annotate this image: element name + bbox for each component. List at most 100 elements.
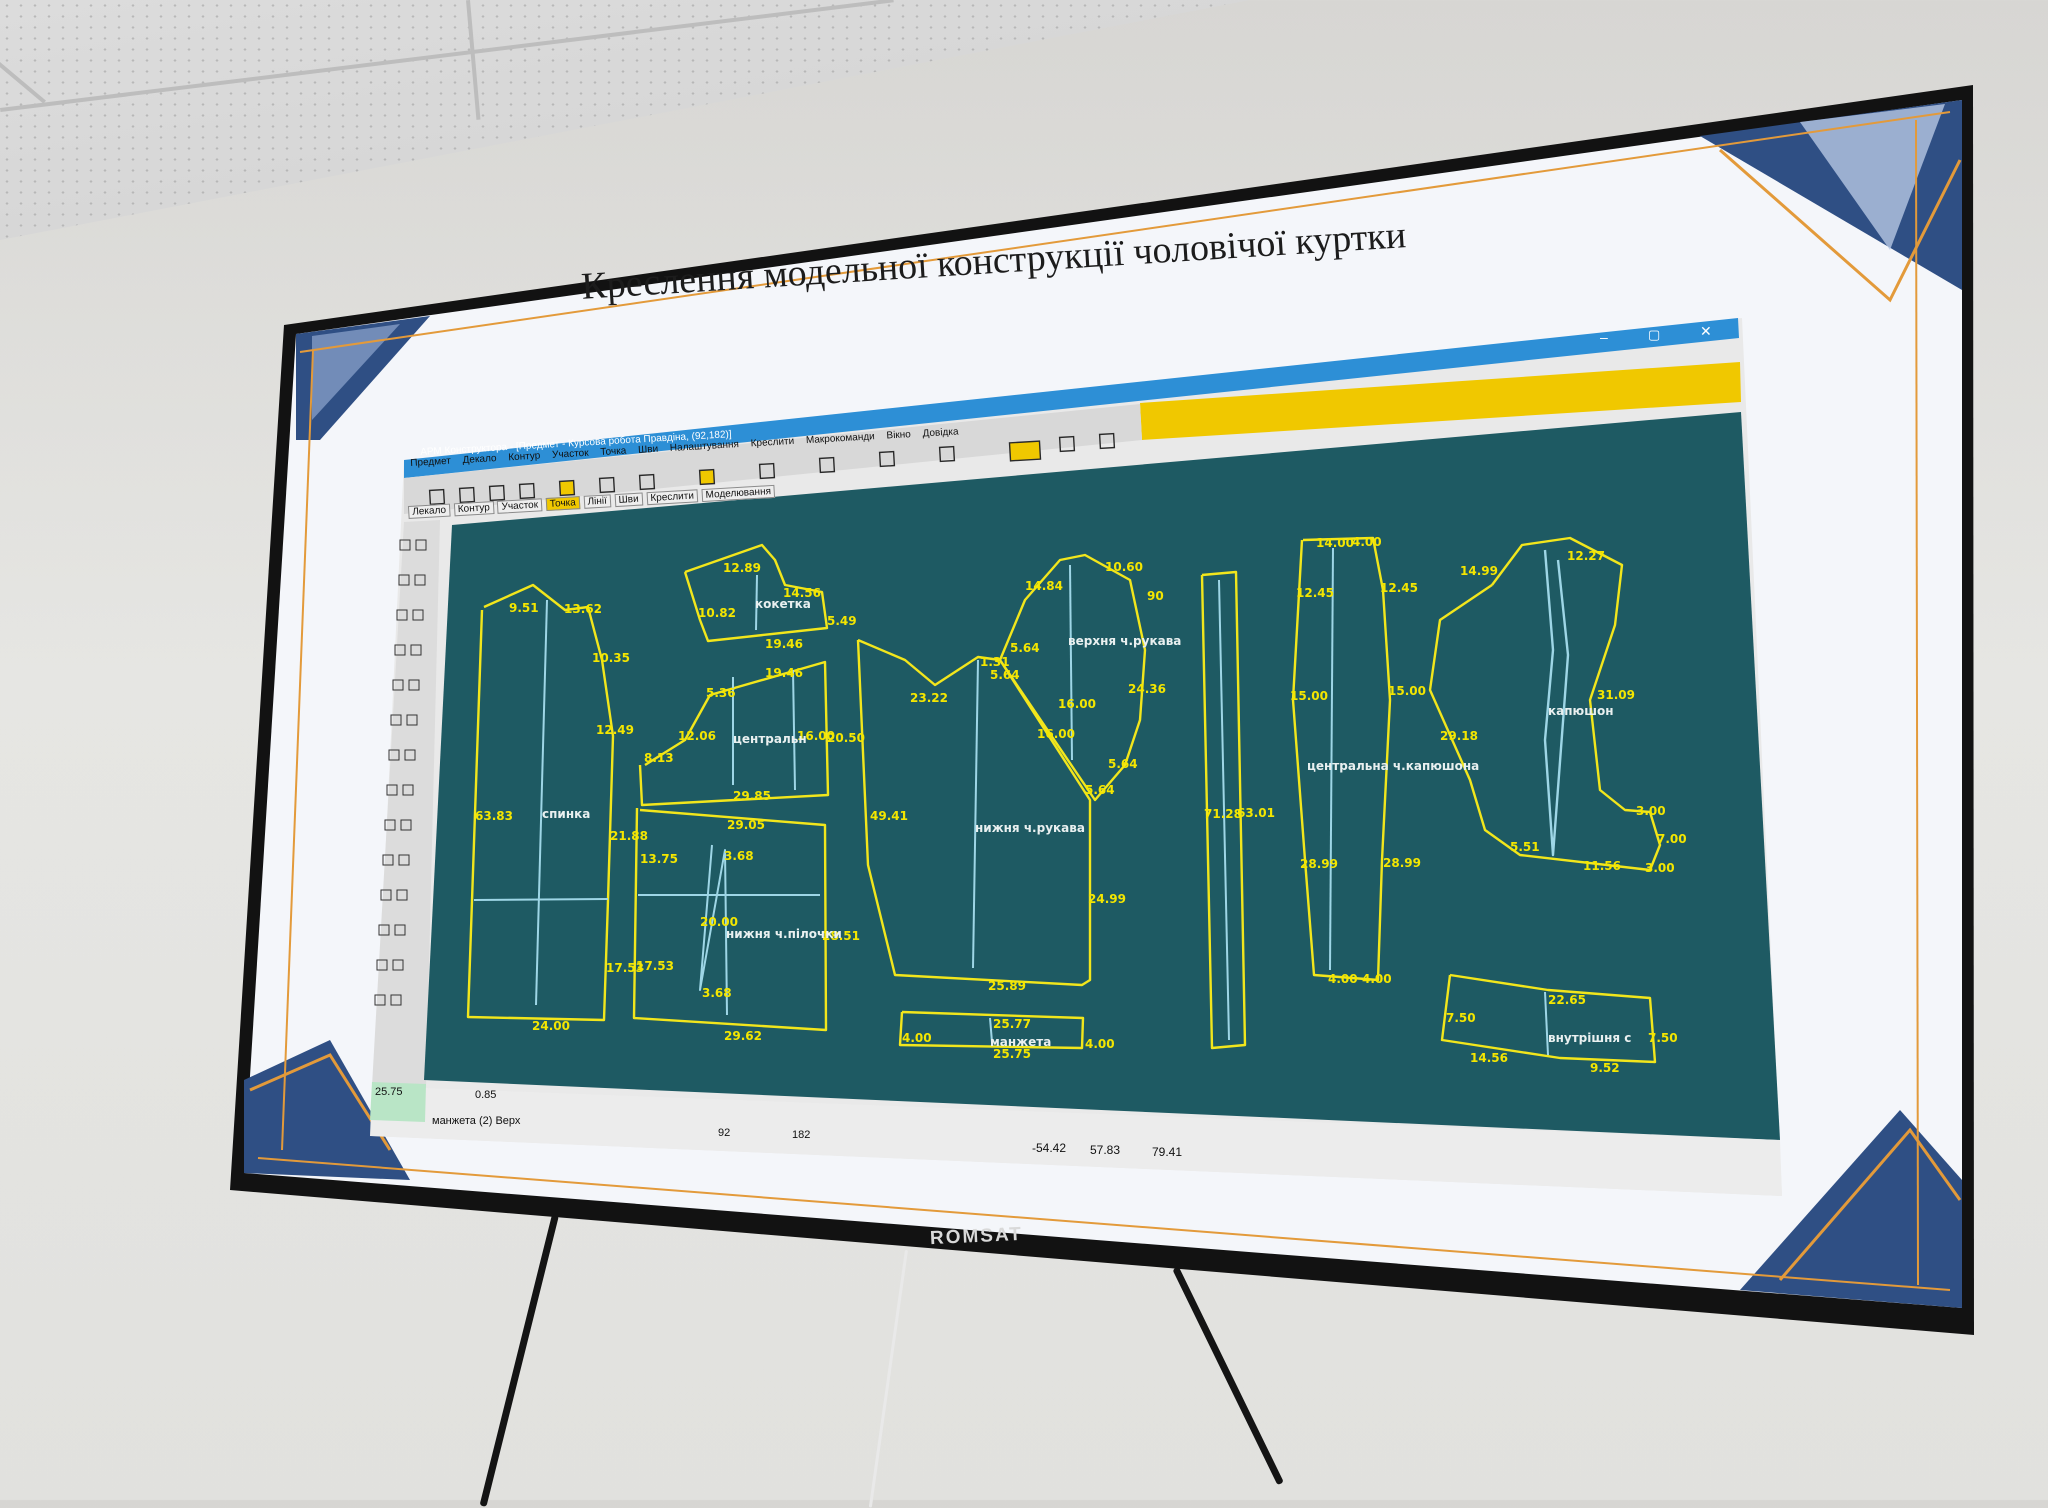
piece-label-hood-center: центральна ч.капюшона: [1307, 759, 1479, 773]
slide-frame-line: [299, 111, 1951, 353]
measure-label: 13.62: [564, 602, 602, 616]
measure-label: 23.22: [910, 691, 948, 705]
measure-label: 29.85: [733, 789, 771, 803]
measure-label: 49.41: [870, 809, 908, 823]
measure-label: 25.89: [988, 979, 1026, 993]
grainline-lower-sleeve: [972, 659, 979, 969]
status-bar: [370, 1086, 1782, 1196]
measure-label: 9.52: [1590, 1061, 1620, 1075]
size-select[interactable]: 92: [718, 1127, 730, 1139]
measure-label: 31.09: [1597, 688, 1635, 702]
grainline-strip: [1218, 579, 1230, 1041]
height-select[interactable]: 182: [792, 1129, 810, 1141]
measure-label: 5.64: [1010, 641, 1040, 655]
measure-label: 20.00: [700, 915, 738, 929]
measure-label: 16.00: [1058, 697, 1096, 711]
measure-label: 13.75: [640, 852, 678, 866]
grainline-back: [535, 599, 548, 1006]
measure-label: 28.99: [1300, 857, 1338, 871]
window-minimize-button[interactable]: –: [1600, 329, 1608, 345]
toolbar-yellow-strip: [1140, 362, 1741, 440]
measure-label: 7.00: [1657, 832, 1687, 846]
measure-label: 9.51: [509, 601, 539, 615]
measure-label: 12.27: [1567, 549, 1605, 563]
slide-frame-line: [281, 349, 314, 1151]
piece-center-outline: [638, 660, 830, 807]
measure-label: 14.99: [1460, 564, 1498, 578]
piece-lower-front-outline: [632, 807, 828, 1032]
tab-lekalo[interactable]: Лекало: [407, 503, 451, 519]
measure-label: 4.00: [1328, 972, 1358, 986]
piece-label-yoke: кокетка: [755, 597, 811, 611]
coord-z-readout: 79.41: [1152, 1145, 1182, 1159]
piece-label-upper-sleeve: верхня ч.рукава: [1068, 634, 1181, 648]
window-maximize-button[interactable]: ▢: [1648, 327, 1660, 342]
measure-label: 19.46: [765, 666, 803, 680]
measure-label: 29.62: [724, 1029, 762, 1043]
measurement-labels: 9.51 13.62 10.35 12.49 63.83 21.88 17.53…: [475, 535, 1687, 1075]
tab-tochka[interactable]: Точка: [545, 496, 581, 512]
measure-label: 63.01: [1237, 806, 1275, 820]
scale-value[interactable]: 0.85: [475, 1089, 496, 1101]
measure-label: 3.68: [702, 986, 732, 1000]
grainline-hood: [1543, 549, 1570, 857]
measure-label: 25.75: [993, 1047, 1031, 1061]
grainline-inner: [1544, 991, 1549, 1056]
measure-label: 3.00: [1636, 804, 1666, 818]
measure-label: 5.64: [1108, 757, 1138, 771]
guideline-back: [473, 898, 609, 901]
measure-label: 19.46: [765, 637, 803, 651]
measure-label: 12.45: [1380, 581, 1418, 595]
measure-label: 29.05: [727, 818, 765, 832]
measure-label: 3.68: [724, 849, 754, 863]
measure-label: 11.56: [1583, 859, 1621, 873]
menu-item[interactable]: Контур: [508, 450, 541, 464]
tool-palette[interactable]: [372, 520, 440, 1088]
measure-label: 12.06: [678, 729, 716, 743]
measure-label: 16.00: [1037, 727, 1075, 741]
measure-label: 5.64: [990, 668, 1020, 682]
menu-item[interactable]: Участок: [551, 447, 589, 461]
window-close-button[interactable]: ✕: [1700, 323, 1712, 339]
menu-item[interactable]: Точка: [600, 445, 627, 459]
grainline-center-2: [792, 669, 796, 791]
tab-kontur[interactable]: Контур: [453, 501, 495, 517]
piece-hood-center-outline: [1291, 536, 1392, 982]
measure-label: 3.00: [1645, 861, 1675, 875]
grainline-yoke: [755, 574, 758, 631]
toolbar-buttons[interactable]: [428, 432, 1116, 506]
measure-label: 15.00: [1290, 689, 1328, 703]
piece-upper-sleeve-outline: [998, 553, 1147, 802]
menu-item[interactable]: Довідка: [922, 426, 959, 440]
measure-label: 29.18: [1440, 729, 1478, 743]
piece-label-lower-sleeve: нижня ч.рукава: [975, 821, 1085, 835]
menu-item[interactable]: Шви: [637, 443, 659, 456]
tab-linii[interactable]: Лінії: [583, 494, 612, 509]
tab-shvy[interactable]: Шви: [614, 492, 644, 508]
piece-label-inner: внутрішня с: [1548, 1031, 1631, 1045]
measure-label: 21.88: [610, 829, 648, 843]
piece-label-lower-front: нижня ч.пілочки: [726, 927, 842, 941]
measure-label: 12.89: [723, 561, 761, 575]
pattern-drawing: [466, 536, 1662, 1064]
measure-label: 90: [1147, 589, 1164, 603]
measure-label: 10.60: [1105, 560, 1143, 574]
measure-label: 28.99: [1383, 856, 1421, 870]
measure-label: 1.31: [980, 655, 1010, 669]
menu-item[interactable]: Предмет: [410, 455, 452, 469]
tool-palette-buttons[interactable]: [374, 539, 427, 1006]
tab-uchastok[interactable]: Участок: [497, 498, 543, 514]
grainline-hood-center: [1329, 547, 1334, 971]
measure-label: 24.99: [1088, 892, 1126, 906]
status-text: манжета (2) Верх: [432, 1115, 521, 1127]
toolbar-row: [404, 404, 1142, 514]
menu-item[interactable]: Декало: [462, 453, 497, 466]
drawing-canvas[interactable]: [424, 412, 1780, 1140]
measure-label: 14.56: [1470, 1051, 1508, 1065]
menu-item[interactable]: Вікно: [886, 429, 912, 442]
measure-label: 12.49: [596, 723, 634, 737]
measure-label: 10.82: [698, 606, 736, 620]
measure-label: 14.00: [1316, 536, 1354, 550]
measure-label: 7.50: [1446, 1011, 1476, 1025]
